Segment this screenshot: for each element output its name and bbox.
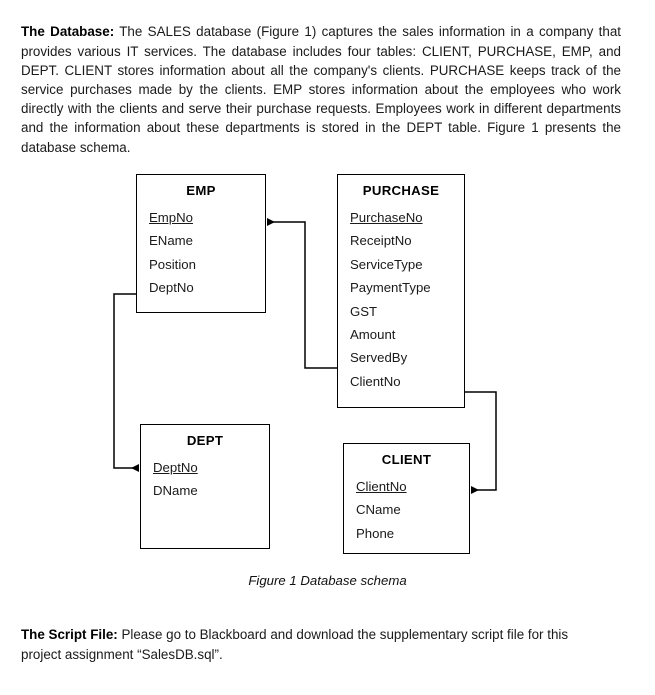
attribute-list-dept: DeptNo DName — [141, 456, 269, 503]
script-file-paragraph: The Script File: Please go to Blackboard… — [21, 625, 609, 663]
attribute-purchase-gst: GST — [350, 303, 378, 319]
attribute-purchase-servicetype: ServiceType — [350, 256, 423, 272]
attribute-emp-position: Position — [149, 256, 196, 272]
attribute-purchase-purchaseno: PurchaseNo — [350, 210, 423, 225]
entity-title-emp: EMP — [186, 183, 216, 198]
attribute-dept-deptno: DeptNo — [153, 460, 198, 475]
relationship-purchase-servedby-to-emp-empno — [267, 218, 337, 369]
entity-title-dept: DEPT — [186, 433, 224, 448]
attribute-client-clientno: ClientNo — [356, 479, 407, 494]
attribute-purchase-paymenttype: PaymentType — [350, 280, 431, 296]
attribute-emp-ename: EName — [149, 233, 193, 249]
entity-box-emp[interactable]: EMP EmpNo EName Position DeptNo — [136, 174, 266, 313]
script-paragraph-lead: The Script File: — [21, 627, 118, 643]
attribute-list-emp: EmpNo EName Position DeptNo — [137, 206, 265, 300]
attribute-purchase-servedby: ServedBy — [350, 350, 408, 366]
attribute-purchase-clientno: ClientNo — [350, 373, 401, 389]
database-description-paragraph: The Database: The SALES database (Figure… — [21, 22, 621, 156]
attribute-emp-empno: EmpNo — [149, 210, 193, 225]
entity-box-dept[interactable]: DEPT DeptNo DName — [140, 424, 270, 549]
attribute-list-purchase: PurchaseNo ReceiptNo ServiceType Payment… — [338, 206, 464, 393]
attribute-purchase-amount: Amount — [350, 326, 396, 342]
relationship-purchase-clientno-to-client-clientno — [465, 391, 497, 494]
entity-title-purchase: PURCHASE — [362, 183, 440, 198]
entity-box-purchase[interactable]: PURCHASE PurchaseNo ReceiptNo ServiceTyp… — [337, 174, 465, 408]
attribute-client-cname: CName — [356, 502, 401, 518]
attribute-purchase-receiptno: ReceiptNo — [350, 233, 412, 249]
database-paragraph-body: The SALES database (Figure 1) captures t… — [21, 24, 621, 155]
figure-caption: Figure 1 Database schema — [248, 573, 407, 588]
attribute-emp-deptno: DeptNo — [149, 280, 194, 296]
attribute-list-client: ClientNo CName Phone — [344, 475, 469, 545]
entity-title-client: CLIENT — [381, 452, 432, 467]
entity-box-client[interactable]: CLIENT ClientNo CName Phone — [343, 443, 470, 554]
script-paragraph-body: Please go to Blackboard and download the… — [21, 627, 569, 662]
attribute-dept-dname: DName — [153, 483, 198, 499]
relationship-emp-deptno-to-dept-deptno — [113, 293, 139, 472]
database-paragraph-lead: The Database: — [21, 24, 115, 40]
attribute-client-phone: Phone — [356, 525, 395, 541]
